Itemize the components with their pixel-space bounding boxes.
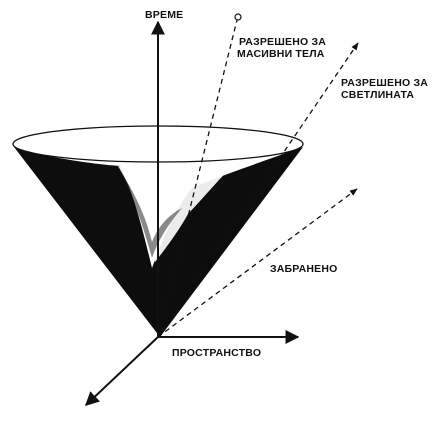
- light-label-line2: СВЕТЛИНАТА: [341, 89, 415, 101]
- time-axis-label: ВРЕМЕ: [145, 9, 184, 21]
- cone-shaded-surface: [14, 147, 303, 337]
- depth-axis: [84, 336, 159, 406]
- massive-body-worldline: [157, 19, 238, 338]
- space-axis-label: ПРОСТРАНСТВО: [172, 347, 262, 359]
- cone-inner-speckle: [120, 170, 182, 258]
- massive-body-endpoint: [234, 13, 242, 21]
- forbidden-label: ЗАБРАНЕНО: [270, 263, 338, 275]
- light-label-line1: РАЗРЕШЕНО ЗА: [341, 77, 429, 89]
- massive-bodies-label-line1: РАЗРЕШЕНО ЗА: [239, 36, 327, 48]
- massive-bodies-label-line2: МАСИВНИ ТЕЛА: [237, 48, 325, 60]
